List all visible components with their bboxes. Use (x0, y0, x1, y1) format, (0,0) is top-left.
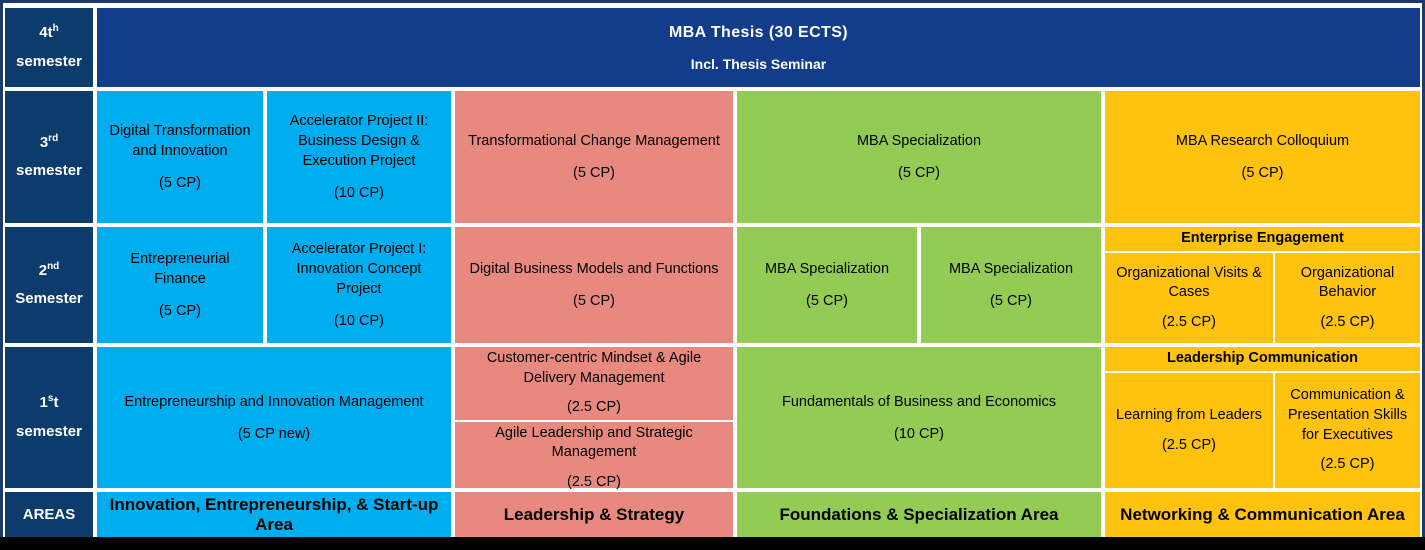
row-areas: AREAS Innovation, Entrepreneurship, & St… (3, 490, 1422, 540)
course-credits: (2.5 CP) (1320, 456, 1375, 473)
course-credits: (2.5 CP) (1162, 313, 1216, 330)
semester-label-3: 3rd semester (3, 89, 95, 225)
area-foundations-specialization: Foundations & Specialization Area (735, 490, 1103, 540)
course-transformational-change-management: Transformational Change Management (5 CP… (453, 89, 735, 225)
course-accelerator-project-2: Accelerator Project II: Business Design … (265, 89, 453, 225)
semester-label-4: 4th semester (3, 6, 95, 89)
semester-1-ordinal: 1st (39, 393, 59, 411)
course-credits: (10 CP) (334, 185, 384, 201)
enterprise-engagement-heading: Enterprise Engagement (1105, 227, 1420, 253)
course-title: MBA Specialization (948, 261, 1074, 277)
mba-thesis-title: MBA Thesis (30 ECTS) (669, 23, 848, 41)
area-innovation-entrepreneurship-startup: Innovation, Entrepreneurship, & Start-up… (95, 490, 453, 540)
course-title: Digital Business Models and Functions (469, 261, 719, 277)
course-accelerator-project-1: Accelerator Project I: Innovation Concep… (265, 225, 453, 345)
course-title: Communication & Presentation Skills for … (1287, 387, 1408, 443)
course-title: MBA Research Colloquium (1175, 133, 1350, 149)
course-organizational-visits-cases: Organizational Visits & Cases (2.5 CP) (1105, 253, 1273, 343)
course-customer-centric-mindset: Customer-centric Mindset & Agile Deliver… (455, 347, 733, 420)
course-credits: (10 CP) (894, 425, 944, 442)
semester-3-word: semester (16, 162, 82, 179)
course-mba-specialization-sem2-b: MBA Specialization (5 CP) (919, 225, 1103, 345)
course-mba-specialization-sem3: MBA Specialization (5 CP) (735, 89, 1103, 225)
module-agile-courses: Customer-centric Mindset & Agile Deliver… (453, 345, 735, 490)
course-title: Agile Leadership and Strategic Managemen… (495, 424, 693, 461)
module-leadership-communication: Leadership Communication Learning from L… (1103, 345, 1422, 490)
course-title: Organizational Visits & Cases (1116, 264, 1262, 301)
leadership-communication-courses: Learning from Leaders (2.5 CP) Communica… (1105, 373, 1420, 488)
semester-4-word: semester (16, 52, 82, 70)
course-entrepreneurship-innovation-management: Entrepreneurship and Innovation Manageme… (95, 345, 453, 490)
course-credits: (2.5 CP) (567, 399, 621, 416)
area-networking-communication: Networking & Communication Area (1103, 490, 1422, 540)
leadership-communication-heading: Leadership Communication (1105, 347, 1420, 373)
course-credits: (5 CP) (990, 293, 1032, 309)
course-title: Accelerator Project II: Business Design … (289, 113, 429, 169)
course-agile-leadership-strategic-management: Agile Leadership and Strategic Managemen… (455, 419, 733, 495)
course-credits: (5 CP) (1241, 165, 1284, 181)
course-credits: (5 CP) (159, 303, 201, 319)
enterprise-engagement-courses: Organizational Visits & Cases (2.5 CP) O… (1105, 253, 1420, 343)
course-title: MBA Specialization (764, 261, 890, 277)
bottom-black-bar (0, 537, 1425, 550)
row-semester-3: 3rd semester Digital Transformation and … (3, 89, 1422, 225)
course-credits: (2.5 CP) (1320, 313, 1375, 330)
course-digital-business-models: Digital Business Models and Functions (5… (453, 225, 735, 345)
semester-2-word: Semester (15, 290, 83, 307)
course-title: Accelerator Project I: Innovation Concep… (291, 241, 427, 297)
course-learning-from-leaders: Learning from Leaders (2.5 CP) (1105, 373, 1273, 488)
mba-thesis-banner: MBA Thesis (30 ECTS) Incl. Thesis Semina… (95, 6, 1422, 89)
mba-thesis-subtitle: Incl. Thesis Seminar (690, 55, 827, 72)
course-credits: (5 CP new) (237, 425, 311, 442)
course-entrepreneurial-finance: Entrepreneurial Finance (5 CP) (95, 225, 265, 345)
semester-label-2: 2nd Semester (3, 225, 95, 345)
course-credits: (2.5 CP) (567, 473, 621, 490)
course-credits: (5 CP) (159, 175, 201, 191)
course-credits: (5 CP) (573, 165, 615, 181)
course-credits: (10 CP) (334, 313, 384, 329)
course-title: Entrepreneurship and Innovation Manageme… (124, 393, 424, 410)
course-title: Fundamentals of Business and Economics (781, 393, 1057, 410)
row-semester-1: 1st semester Entrepreneurship and Innova… (3, 345, 1422, 490)
course-credits: (5 CP) (898, 165, 940, 181)
area-leadership-strategy: Leadership & Strategy (453, 490, 735, 540)
course-digital-transformation: Digital Transformation and Innovation (5… (95, 89, 265, 225)
course-title: Transformational Change Management (468, 133, 720, 149)
semester-1-word: semester (16, 422, 82, 440)
semester-3-ordinal: 3rd (39, 132, 59, 151)
areas-label: AREAS (3, 490, 95, 540)
row-semester-2: 2nd Semester Entrepreneurial Finance (5 … (3, 225, 1422, 345)
semester-4-ordinal: 4th (39, 23, 59, 41)
course-title: Digital Transformation and Innovation (109, 123, 251, 159)
course-mba-specialization-sem2-a: MBA Specialization (5 CP) (735, 225, 919, 345)
course-fundamentals-business-economics: Fundamentals of Business and Economics (… (735, 345, 1103, 490)
course-credits: (5 CP) (806, 293, 848, 309)
course-communication-presentation-skills: Communication & Presentation Skills for … (1273, 373, 1420, 488)
course-credits: (5 CP) (573, 293, 615, 309)
course-title: MBA Specialization (856, 133, 982, 149)
course-credits: (2.5 CP) (1162, 436, 1216, 453)
row-semester-4: 4th semester MBA Thesis (30 ECTS) Incl. … (3, 6, 1422, 89)
course-title: Entrepreneurial Finance (130, 251, 230, 287)
course-title: Organizational Behavior (1300, 264, 1395, 301)
course-mba-research-colloquium: MBA Research Colloquium (5 CP) (1103, 89, 1422, 225)
semester-label-1: 1st semester (3, 345, 95, 490)
module-enterprise-engagement: Enterprise Engagement Organizational Vis… (1103, 225, 1422, 345)
course-title: Learning from Leaders (1116, 406, 1262, 423)
course-organizational-behavior: Organizational Behavior (2.5 CP) (1273, 253, 1420, 343)
course-title: Customer-centric Mindset & Agile Deliver… (486, 350, 702, 386)
semester-2-ordinal: 2nd (38, 260, 60, 279)
